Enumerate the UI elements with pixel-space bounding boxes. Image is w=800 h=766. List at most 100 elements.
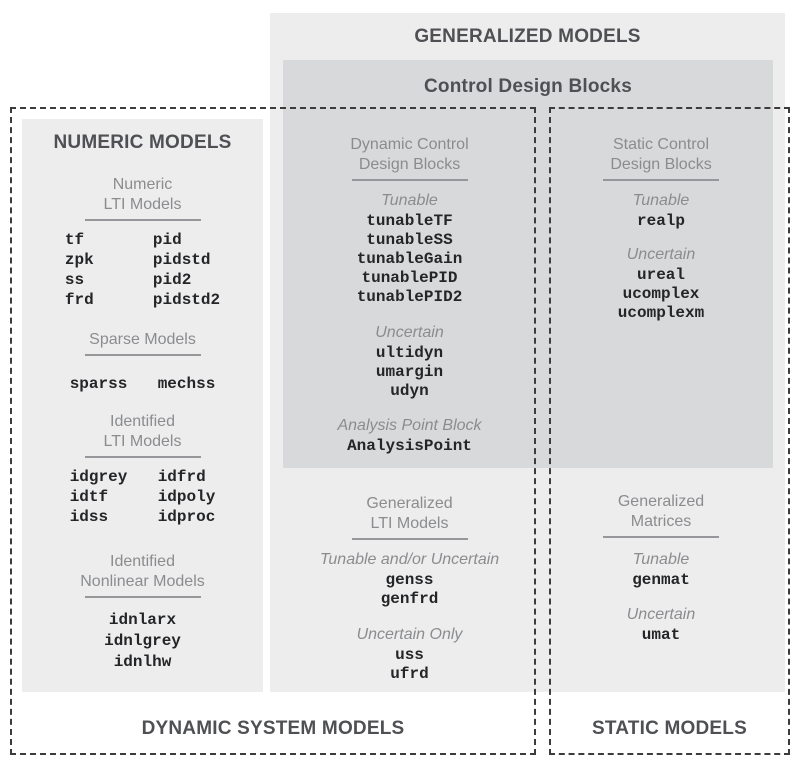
group-label: Tunable <box>632 192 690 209</box>
code-item: ultidyn <box>375 344 444 362</box>
sparse-models-heading: Sparse Models <box>22 330 263 356</box>
code-list: AnalysisPoint <box>283 437 536 456</box>
tunable-andor-uncertain-group: Tunable and/or Uncertain genss genfrd <box>283 550 536 609</box>
code-column: sparss <box>70 374 158 394</box>
code-list: ureal ucomplex ucomplexm <box>549 266 773 323</box>
code-list: umat <box>549 626 773 645</box>
code-item: pid2 <box>152 271 192 289</box>
identified-lti-models-list: idgrey idtf idss idfrd idpoly idproc <box>22 467 263 527</box>
static-models-dashed-box <box>549 107 790 755</box>
heading-line: LTI Models <box>103 433 182 450</box>
code-item: ss <box>64 271 85 289</box>
generalized-matrices-heading: Generalized Matrices <box>549 492 773 538</box>
code-item: idtf <box>69 488 109 506</box>
uncertain-group: Uncertain umat <box>549 605 773 645</box>
code-item: ucomplex <box>622 285 700 303</box>
numeric-lti-models-heading: Numeric LTI Models <box>22 175 263 221</box>
code-list: tunableTF tunableSS tunableGain tunableP… <box>283 212 536 307</box>
group-label: Tunable <box>632 551 690 568</box>
identified-nonlinear-models-list: idnlarx idnlgrey idnlhw <box>22 610 263 673</box>
code-column: pid pidstd pid2 pidstd2 <box>153 230 220 310</box>
code-item: genmat <box>632 571 690 589</box>
heading-line: Dynamic Control <box>350 136 469 153</box>
dynamic-system-models-label: DYNAMIC SYSTEM MODELS <box>141 718 405 739</box>
code-item: sparss <box>69 375 128 393</box>
heading-line: LTI Models <box>370 515 449 532</box>
code-item: mechss <box>157 375 216 393</box>
identified-lti-models-heading: Identified LTI Models <box>22 412 263 458</box>
code-item: umat <box>641 626 681 644</box>
group-label: Uncertain <box>626 606 696 623</box>
tunable-group: Tunable tunableTF tunableSS tunableGain … <box>283 191 536 307</box>
sparse-models-list: sparss mechss <box>22 374 263 394</box>
group-label: Uncertain Only <box>356 626 463 643</box>
code-column: idgrey idtf idss <box>70 467 158 527</box>
code-item: ureal <box>636 266 685 284</box>
code-item: uss <box>395 646 424 664</box>
tunable-group: Tunable realp <box>549 191 773 231</box>
uncertain-only-group: Uncertain Only uss ufrd <box>283 625 536 684</box>
group-label: Uncertain <box>626 246 696 263</box>
code-list: ultidyn umargin udyn <box>283 344 536 401</box>
heading-line: Design Blocks <box>610 156 712 173</box>
identified-nonlinear-models-heading: Identified Nonlinear Models <box>22 552 263 598</box>
generalized-models-title: GENERALIZED MODELS <box>414 26 641 47</box>
control-design-blocks-panel <box>283 60 773 468</box>
heading-line: Design Blocks <box>358 156 461 173</box>
control-design-blocks-title: Control Design Blocks <box>424 76 632 97</box>
dynamic-system-models-dashed-box <box>10 107 536 755</box>
uncertain-group: Uncertain ultidyn umargin udyn <box>283 323 536 401</box>
tunable-group: Tunable genmat <box>549 550 773 590</box>
code-column: tf zpk ss frd <box>65 230 153 310</box>
code-item: tunablePID2 <box>356 288 463 306</box>
code-item: tunableGain <box>356 250 463 268</box>
heading-line: Sparse Models <box>89 331 196 348</box>
code-item: idgrey <box>69 468 128 486</box>
code-item: ucomplexm <box>617 304 705 322</box>
code-item: frd <box>64 291 94 309</box>
code-item: udyn <box>390 382 429 400</box>
code-item: genss <box>385 571 434 589</box>
code-item: genfrd <box>380 590 439 608</box>
heading-line: Generalized <box>366 495 453 512</box>
code-item: tunableTF <box>366 212 453 230</box>
code-item: ufrd <box>390 665 429 683</box>
heading-line: Identified <box>110 413 175 430</box>
static-control-design-blocks-heading: Static Control Design Blocks <box>549 135 773 181</box>
code-item: tf <box>64 231 85 249</box>
code-list: realp <box>549 212 773 231</box>
code-item: AnalysisPoint <box>347 437 472 455</box>
heading-line: LTI Models <box>103 196 182 213</box>
group-label: Analysis Point Block <box>337 417 482 434</box>
heading-line: Identified <box>110 553 175 570</box>
code-list: genss genfrd <box>283 571 536 609</box>
code-item: idnlhw <box>113 653 172 671</box>
code-item: zpk <box>64 251 94 269</box>
dynamic-control-design-blocks-heading: Dynamic Control Design Blocks <box>283 135 536 181</box>
code-item: pidstd <box>152 251 211 269</box>
code-item: idnlarx <box>108 611 177 629</box>
heading-line: Generalized <box>617 493 705 510</box>
numeric-lti-models-list: tf zpk ss frd pid pidstd pid2 pidstd2 <box>22 230 263 310</box>
heading-line: Nonlinear Models <box>80 573 205 590</box>
code-list: uss ufrd <box>283 646 536 684</box>
code-item: realp <box>636 212 685 230</box>
code-item: umargin <box>375 363 444 381</box>
heading-line: Matrices <box>630 513 692 530</box>
code-item: tunableSS <box>366 231 453 249</box>
heading-line: Numeric <box>112 176 173 193</box>
group-label: Tunable <box>381 192 438 209</box>
numeric-models-title: NUMERIC MODELS <box>53 132 232 153</box>
code-item: idfrd <box>157 468 206 486</box>
uncertain-group: Uncertain ureal ucomplex ucomplexm <box>549 245 773 323</box>
code-item: idss <box>69 508 109 526</box>
code-item: pid <box>152 231 182 249</box>
group-label: Uncertain <box>375 324 444 341</box>
code-column: idfrd idpoly idproc <box>158 467 216 527</box>
code-item: tunablePID <box>361 269 458 287</box>
code-item: idpoly <box>157 488 216 506</box>
heading-line: Static Control <box>612 136 710 153</box>
generalized-lti-models-heading: Generalized LTI Models <box>283 494 536 540</box>
code-list: genmat <box>549 571 773 590</box>
